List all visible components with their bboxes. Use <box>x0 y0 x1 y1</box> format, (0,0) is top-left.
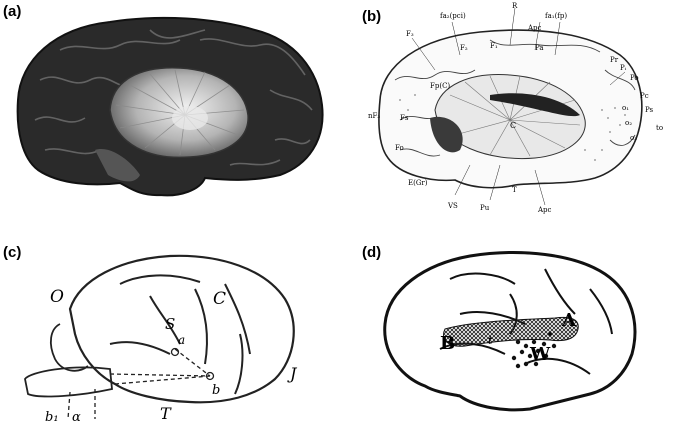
label-t: t <box>488 334 493 347</box>
label-o3: o₃ <box>630 134 637 142</box>
brainstem <box>24 366 113 398</box>
label-o1: o₁ <box>622 104 629 112</box>
stipple-pattern <box>399 94 626 161</box>
label-VS: VS <box>447 202 458 210</box>
gyri-texture <box>34 29 313 166</box>
panel-d: (d) B A W t <box>340 214 680 429</box>
temporal-pole <box>95 149 140 182</box>
label-Pr: Pr <box>610 56 619 64</box>
point-b-marker <box>205 371 215 381</box>
arcuate-fasciculus-region <box>443 316 579 347</box>
panel-a: (a) <box>0 0 340 214</box>
language-areas-diagram: B A W t <box>383 251 637 412</box>
gyri-lines <box>394 39 636 157</box>
label-J: J <box>287 364 298 383</box>
panel-label-a: (a) <box>3 3 22 20</box>
leader-lines <box>411 7 626 206</box>
cerebellum-lobe <box>49 323 89 372</box>
label-nF3: nF₃ <box>368 112 380 120</box>
sulci-strokes <box>439 268 613 375</box>
insula-engraved <box>434 74 586 160</box>
point-a-marker <box>170 347 180 357</box>
label-Pa: Pa <box>535 44 544 52</box>
dark-bulb <box>430 116 463 153</box>
sulci-strokes <box>109 274 251 395</box>
panel-c: (c) O C S a b J T b₁ α <box>0 214 340 429</box>
label-F3: F₃ <box>406 30 414 38</box>
panel-label-d: (d) <box>362 244 382 261</box>
label-Fp-C: Fp(C) <box>430 82 450 90</box>
brain-sketch: O C S a b J T b₁ α <box>24 254 298 425</box>
label-C: C <box>213 289 226 309</box>
panel-label-b: (b) <box>362 8 382 25</box>
dark-fiber-band <box>490 93 580 117</box>
label-A: A <box>561 310 577 331</box>
label-b: b <box>212 383 220 398</box>
label-Pu: Pu <box>480 204 490 212</box>
label-O: O <box>50 287 64 307</box>
label-T: T <box>160 404 172 423</box>
label-S: S <box>165 315 175 333</box>
central-bright-area <box>172 106 208 130</box>
label-Apc-top: Apc <box>527 24 542 32</box>
label-Pc: Pc <box>640 92 649 100</box>
label-W: W <box>529 344 551 365</box>
dashed-pathways <box>67 348 211 420</box>
label-Apc-bottom: Apc <box>537 206 552 214</box>
label-Fo: Fo <box>395 144 404 152</box>
label-F2: F₂ <box>460 44 468 52</box>
panel-b: (b) <box>340 0 680 214</box>
wernicke-dots <box>511 331 557 369</box>
label-fa1: fa₁(fp) <box>545 12 567 20</box>
label-to: to <box>656 124 663 132</box>
labeled-brain-engraving: fa₂(pci) R Apc fa₁(fp) F₃ F₂ F₁ Pa Fp(C)… <box>368 2 663 214</box>
label-C: C <box>510 121 516 130</box>
brain-dissection-photo <box>16 16 324 197</box>
label-alpha: α <box>72 410 81 425</box>
label-Po: Po <box>630 74 639 82</box>
label-B: B <box>440 333 455 354</box>
label-R: R <box>512 2 518 10</box>
label-Pi: Pᵢ <box>620 64 627 72</box>
label-o2: o₂ <box>625 119 632 127</box>
label-F1: F₁ <box>490 42 498 50</box>
label-T: T <box>512 186 517 194</box>
label-E-Gr: E(Gr) <box>408 179 428 187</box>
label-Fs: Fs <box>400 114 409 122</box>
label-Ps: Ps <box>645 106 654 114</box>
label-b1: b₁ <box>45 410 59 425</box>
brain-outline <box>383 251 637 412</box>
panel-label-c: (c) <box>3 244 22 261</box>
label-fa2: fa₂(pci) <box>440 12 466 20</box>
label-a: a <box>178 333 185 347</box>
